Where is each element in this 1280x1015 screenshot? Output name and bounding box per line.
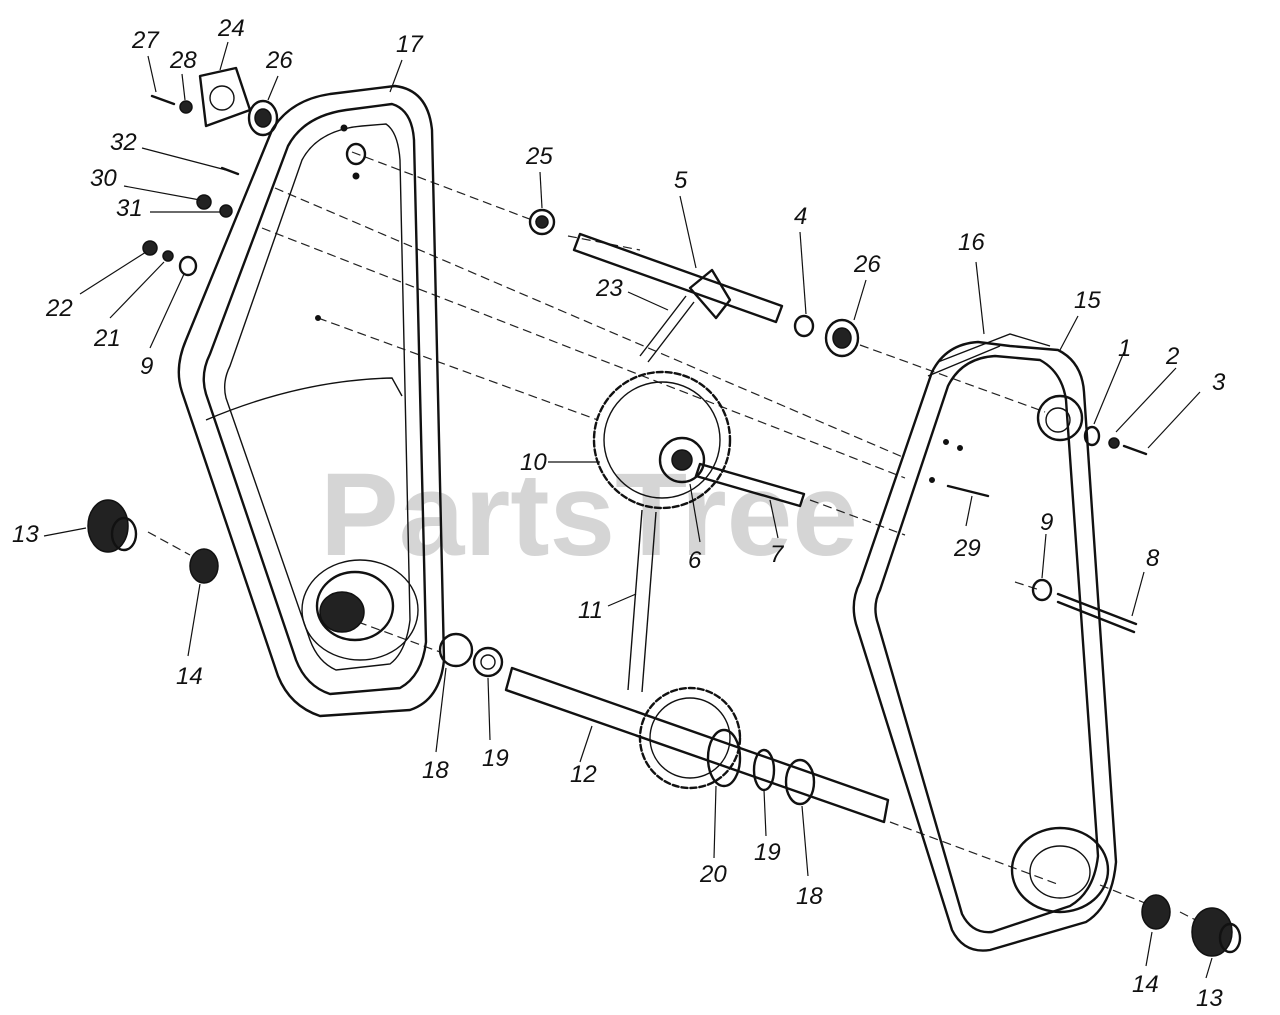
label-2: 2 xyxy=(1165,343,1179,370)
label-12: 12 xyxy=(570,761,597,788)
label-11: 11 xyxy=(578,597,603,624)
top-left-hardware xyxy=(142,66,279,277)
label-31: 31 xyxy=(116,195,143,222)
right-chain-case xyxy=(852,333,1118,952)
label-8: 8 xyxy=(1146,545,1160,572)
label-19-left: 19 xyxy=(482,745,509,772)
label-6: 6 xyxy=(688,547,702,574)
right-hardware xyxy=(946,425,1148,634)
label-20: 20 xyxy=(699,861,727,888)
left-chain-case xyxy=(177,84,446,718)
label-25: 25 xyxy=(525,143,553,170)
label-19-right: 19 xyxy=(754,839,781,866)
label-24: 24 xyxy=(217,15,245,42)
leader-lines xyxy=(43,41,1213,979)
label-5: 5 xyxy=(674,167,688,194)
label-10: 10 xyxy=(520,449,547,476)
hub-parts xyxy=(87,499,1242,957)
label-7: 7 xyxy=(770,541,785,568)
label-30: 30 xyxy=(90,165,117,192)
label-22: 22 xyxy=(45,295,73,322)
label-14-left: 14 xyxy=(176,663,203,690)
label-18-right: 18 xyxy=(796,883,823,910)
label-18-left: 18 xyxy=(422,757,449,784)
label-15: 15 xyxy=(1074,287,1101,314)
label-14-right: 14 xyxy=(1132,971,1159,998)
watermark-text: PartsTree xyxy=(320,449,858,581)
label-23: 23 xyxy=(595,275,623,302)
label-26-middle: 26 xyxy=(853,251,881,278)
label-17: 17 xyxy=(396,31,424,58)
label-28: 28 xyxy=(169,47,197,74)
label-26-top: 26 xyxy=(265,47,293,74)
label-21: 21 xyxy=(93,325,121,352)
label-29: 29 xyxy=(953,535,981,562)
part-labels: 27 28 24 26 17 32 30 31 22 21 9 25 5 4 2… xyxy=(12,15,1226,1012)
label-16: 16 xyxy=(958,229,985,256)
label-9-right: 9 xyxy=(1040,509,1053,536)
label-27: 27 xyxy=(131,27,160,54)
lower-shaft-assembly xyxy=(438,632,890,824)
upper-shaft-assembly xyxy=(528,208,860,363)
label-3: 3 xyxy=(1212,369,1226,396)
label-4: 4 xyxy=(794,203,807,230)
label-13-right: 13 xyxy=(1196,985,1223,1012)
label-32: 32 xyxy=(110,129,137,156)
label-9-left: 9 xyxy=(140,353,153,380)
label-13-left: 13 xyxy=(12,521,39,548)
middle-sprocket-assembly xyxy=(592,370,806,693)
label-1: 1 xyxy=(1118,335,1131,362)
